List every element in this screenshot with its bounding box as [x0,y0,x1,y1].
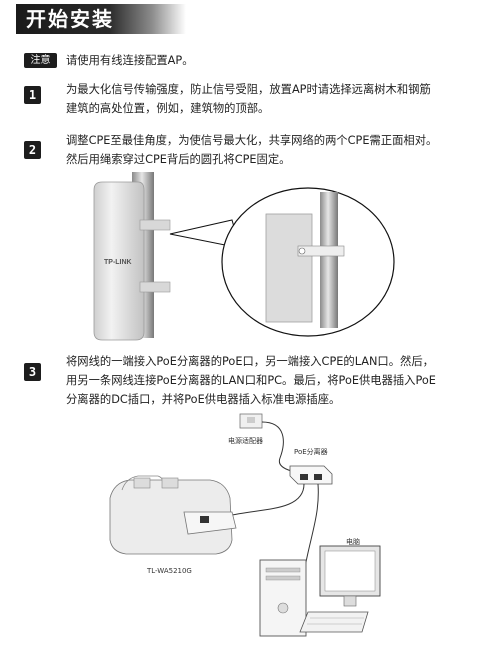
cpe-device-open [109,479,233,555]
mount-bracket-top [139,219,171,231]
step-2-badge: 2 [24,141,41,159]
mount-bracket-bottom [139,281,171,293]
step-2-line-2: 然后用绳索穿过CPE背后的圆孔将CPE固定。 [66,153,291,166]
step-1-line-2: 建筑的高处位置，例如，建筑物的顶部。 [66,102,270,115]
keyboard [299,611,369,633]
title-banner [16,4,186,34]
cpe-mount-illustration: TP-LINK [93,172,395,341]
label-poe-splitter: PoE分离器 [294,448,328,456]
step-3-line-2: 用另一条网线连接PoE分离器的LAN口和PC。最后，将PoE供电器插入PoE [66,374,436,387]
step-3-line-3: 分离器的DC插口，并将PoE供电器插入标准电源插座。 [66,393,341,406]
step-2-line-1: 调整CPE至最佳角度，为使信号最大化，共享网络的两个CPE需正面相对。 [66,134,438,147]
step-3-text: 将网线的一端接入PoE分离器的PoE口，另一端接入CPE的LAN口。然后， 用另… [66,352,484,409]
zoom-pole [320,192,338,328]
label-device-model: TL-WA5210G [147,567,192,575]
cpe-device [93,181,145,341]
step-1-text: 为最大化信号传输强度，防止信号受阻，放置AP时请选择远离树木和钢筋 建筑的高处位… [66,80,484,118]
page-title: 开始安装 [26,7,114,31]
pc-tower [259,559,307,637]
poe-splitter [289,465,333,485]
note-text: 请使用有线连接配置AP。 [66,51,484,70]
note-line: 请使用有线连接配置AP。 [66,54,194,67]
note-badge: 注意 [24,53,57,68]
zoom-device-panel [265,213,313,323]
label-power-adapter: 电源适配器 [228,437,263,445]
step-2-text: 调整CPE至最佳角度，为使信号最大化，共享网络的两个CPE需正面相对。 然后用绳… [66,131,484,169]
step-3-badge: 3 [24,363,41,381]
connection-diagram [109,413,381,637]
step-1-badge: 1 [24,86,41,104]
label-pc: 电脑 [346,538,360,546]
step-3-line-1: 将网线的一端接入PoE分离器的PoE口，另一端接入CPE的LAN口。然后， [66,355,434,368]
step-1-line-1: 为最大化信号传输强度，防止信号受阻，放置AP时请选择远离树木和钢筋 [66,83,431,96]
device-logo: TP-LINK [104,259,132,266]
zoom-strap [297,245,345,257]
